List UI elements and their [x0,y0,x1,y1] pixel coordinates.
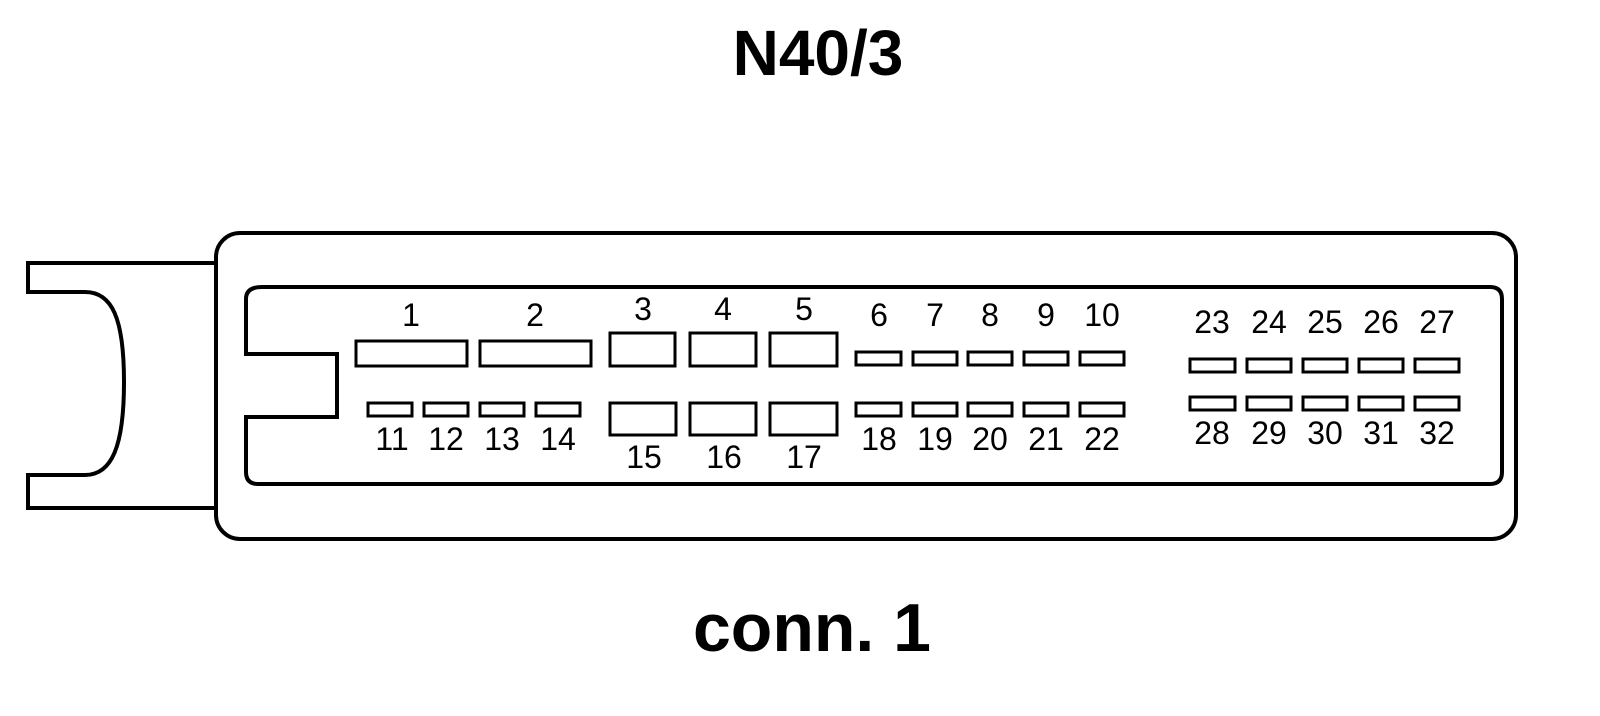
pin-5 [768,331,839,368]
pin-label-9: 9 [1037,297,1055,333]
pin-label-13: 13 [484,421,520,457]
pin-29 [1245,395,1293,412]
pin-8 [966,350,1014,367]
pin-label-25: 25 [1307,304,1343,340]
pin-31 [1357,395,1405,412]
pin-label-28: 28 [1194,415,1230,451]
pin-2 [478,339,593,368]
pin-25 [1301,357,1349,374]
pin-27 [1413,357,1461,374]
pin-label-31: 31 [1363,415,1399,451]
pin-label-6: 6 [870,297,888,333]
pin-11 [366,401,414,418]
pin-32 [1413,395,1461,412]
pin-17 [768,401,839,437]
pin-19 [911,401,959,418]
pin-14 [534,401,582,418]
pin-label-18: 18 [861,421,897,457]
connector-housing-outer [214,231,1518,541]
pin-22 [1078,401,1126,418]
pin-label-17: 17 [786,439,822,475]
pin-16 [688,401,758,437]
pin-15 [608,401,678,437]
pin-label-12: 12 [428,421,464,457]
pin-label-11: 11 [375,421,408,457]
pin-18 [854,401,903,418]
pin-label-22: 22 [1084,421,1120,457]
pin-label-29: 29 [1251,415,1287,451]
pin-20 [966,401,1014,418]
pin-label-1: 1 [402,297,420,333]
pin-label-7: 7 [926,297,944,333]
pin-label-15: 15 [626,439,662,475]
pin-label-5: 5 [795,291,813,327]
pin-label-2: 2 [526,297,544,333]
pin-4 [688,331,758,368]
pin-label-8: 8 [981,297,999,333]
pin-label-16: 16 [706,439,742,475]
pin-label-14: 14 [540,421,576,457]
pin-label-4: 4 [714,291,732,327]
pin-30 [1301,395,1349,412]
pin-6 [854,350,903,367]
pin-23 [1188,357,1237,374]
pin-label-30: 30 [1307,415,1343,451]
pin-9 [1022,350,1070,367]
pin-24 [1245,357,1293,374]
pin-26 [1357,357,1405,374]
connector-housing-inner [244,285,1504,486]
pin-7 [911,350,959,367]
pin-label-24: 24 [1251,304,1287,340]
pin-label-27: 27 [1419,304,1455,340]
pin-label-23: 23 [1194,304,1230,340]
pin-10 [1078,350,1126,367]
pin-label-10: 10 [1084,297,1120,333]
pin-label-32: 32 [1419,415,1455,451]
pin-label-26: 26 [1363,304,1399,340]
pin-3 [608,331,677,368]
pin-label-20: 20 [972,421,1008,457]
pin-21 [1022,401,1070,418]
diagram-title: N40/3 [733,17,904,89]
pin-label-21: 21 [1028,421,1064,457]
pin-13 [478,401,526,418]
pin-28 [1188,395,1237,412]
connector-locking-tab [26,261,218,510]
pin-label-19: 19 [917,421,953,457]
pin-1 [354,339,469,368]
pin-label-3: 3 [634,291,652,327]
connector-caption: conn. 1 [693,590,931,666]
pin-12 [422,401,470,418]
